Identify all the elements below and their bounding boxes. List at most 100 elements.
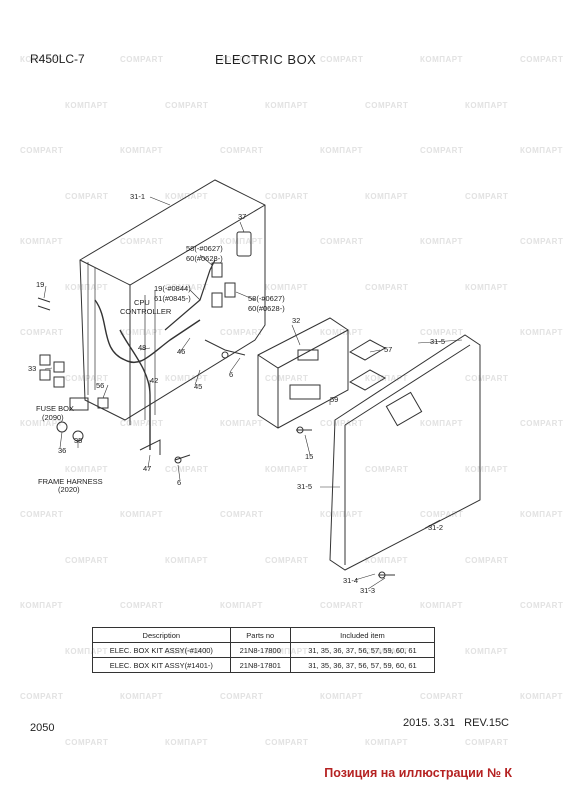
watermark-text: КОМПАРТ	[465, 646, 508, 656]
callout-31-5b: 31-5	[297, 482, 313, 491]
callout-59: 59	[330, 395, 339, 404]
watermark-text: КОМПАРТ	[320, 328, 363, 337]
frame-harness-label: FRAME HARNESS	[38, 477, 103, 486]
watermark-text: КОМПАРТ	[520, 692, 563, 701]
callout-37: 37	[238, 212, 247, 221]
watermark-text: COMPART	[320, 601, 364, 610]
watermark-text: COMPART	[365, 464, 409, 474]
watermark-text: КОМПАРТ	[165, 737, 208, 747]
fusebox-number: (2090)	[42, 413, 64, 422]
watermark-text: COMPART	[465, 191, 509, 201]
harness-wire	[94, 299, 201, 364]
watermark-text: COMPART	[265, 555, 309, 565]
watermark-text: КОМПАРТ	[165, 373, 208, 383]
callout-31-2: 31-2	[428, 523, 444, 532]
watermark-text: КОМПАРТ	[165, 555, 208, 565]
callout-19-cpu: 19(-#0844)	[154, 284, 191, 293]
watermark-text: COMPART	[120, 55, 164, 64]
table-cell: ELEC. BOX KIT ASSY(-#1400)	[92, 642, 231, 658]
watermark-text: КОМПАРТ	[320, 692, 363, 701]
illustration-position-note: Позиция на иллюстрации № К	[324, 766, 512, 780]
watermark-text: COMPART	[520, 601, 564, 610]
watermark-text: КОМПАРТ	[20, 237, 63, 246]
watermark-text: КОМПАРТ	[520, 510, 563, 519]
callout-35: 35	[74, 436, 83, 445]
cover-31-2	[329, 334, 481, 571]
watermark-text: КОМПАРТ	[265, 100, 308, 110]
watermark-text: КОМПАРТ	[65, 464, 108, 474]
watermark-text: КОМПАРТ	[120, 692, 163, 701]
watermark-text: COMPART	[420, 146, 464, 155]
watermark-text: КОМПАРТ	[420, 419, 463, 428]
watermark-text: COMPART	[320, 237, 364, 246]
table-row: ELEC. BOX KIT ASSY(-#1400) 21N8-17800 31…	[92, 642, 436, 658]
watermark-text: КОМПАРТ	[365, 373, 408, 383]
watermark-text: COMPART	[465, 373, 509, 383]
callout-45: 45	[194, 382, 203, 391]
box-outline	[79, 179, 266, 421]
watermark-text: КОМПАРТ	[20, 55, 63, 64]
column-header: Description	[92, 627, 231, 643]
frame-harness-number: (2020)	[58, 485, 80, 494]
watermark-text: COMPART	[365, 282, 409, 292]
watermark-text: COMPART	[165, 282, 209, 292]
callout-19: 19	[36, 280, 45, 289]
watermark-text: COMPART	[320, 419, 364, 428]
watermark-text: КОМПАРТ	[65, 282, 108, 292]
watermark-text: COMPART	[265, 373, 309, 383]
watermark-text: КОМПАРТ	[420, 55, 463, 64]
callout-15: 15	[305, 452, 314, 461]
watermark-text: COMPART	[520, 237, 564, 246]
fusebox-part	[69, 397, 89, 411]
column-header: Parts no	[229, 627, 291, 643]
watermark-text: КОМПАРТ	[65, 646, 108, 656]
watermark-text: КОМПАРТ	[320, 146, 363, 155]
watermark-text: КОМПАРТ	[320, 510, 363, 519]
watermark-text: КОМПАРТ	[220, 237, 263, 246]
table-cell: 21N8-17800	[229, 642, 291, 658]
watermark-text: COMPART	[65, 555, 109, 565]
watermark-text: COMPART	[520, 55, 564, 64]
table-cell: 31, 35, 36, 37, 56, 57, 59, 60, 61	[289, 657, 436, 673]
watermark-text: COMPART	[20, 510, 64, 519]
watermark-text: COMPART	[420, 328, 464, 337]
page-number: 2050	[30, 722, 55, 734]
page-title: ELECTRIC BOX	[215, 52, 317, 67]
watermark-text: COMPART	[465, 737, 509, 747]
watermark-text: КОМПАРТ	[220, 55, 263, 64]
watermark-text: COMPART	[420, 510, 464, 519]
watermark-text: COMPART	[220, 510, 264, 519]
watermark-text: COMPART	[165, 100, 209, 110]
watermark-text: COMPART	[65, 737, 109, 747]
fusebox-label: FUSE BOX	[36, 404, 74, 413]
watermark-text: КОМПАРТ	[420, 601, 463, 610]
callout-61: 61(#0845-)	[154, 294, 191, 303]
watermark-text: КОМПАРТ	[465, 100, 508, 110]
table-cell: ELEC. BOX KIT ASSY(#1401-)	[92, 657, 231, 673]
callout-31-4: 31-4	[343, 576, 359, 585]
watermark-text: COMPART	[220, 328, 264, 337]
callout-32: 32	[292, 316, 301, 325]
callout-47: 47	[143, 464, 152, 473]
callout-56: 56	[96, 381, 105, 390]
callout-31-3: 31-3	[360, 586, 376, 595]
watermark-text: COMPART	[420, 692, 464, 701]
model-label: R450LC-7	[30, 52, 85, 66]
watermark-text: КОМПАРТ	[365, 555, 408, 565]
watermark-text: COMPART	[465, 555, 509, 565]
watermark-text: COMPART	[120, 601, 164, 610]
watermark-text: КОМПАРТ	[420, 237, 463, 246]
callout-58a: 58(-#0627)	[186, 244, 223, 253]
watermark-text: COMPART	[265, 737, 309, 747]
callout-48: 48	[138, 343, 147, 352]
callout-31-5a: 31-5	[430, 337, 446, 346]
watermark-text: КОМПАРТ	[220, 601, 263, 610]
callout-36: 36	[58, 446, 67, 455]
parts-table: Description Parts no Included item ELEC.…	[92, 627, 436, 673]
watermark-text: КОМПАРТ	[120, 146, 163, 155]
watermark-text: КОМПАРТ	[265, 464, 308, 474]
watermark-text: COMPART	[220, 692, 264, 701]
watermark-text: КОМПАРТ	[120, 328, 163, 337]
watermark-text: COMPART	[120, 419, 164, 428]
watermark-text: КОМПАРТ	[20, 601, 63, 610]
